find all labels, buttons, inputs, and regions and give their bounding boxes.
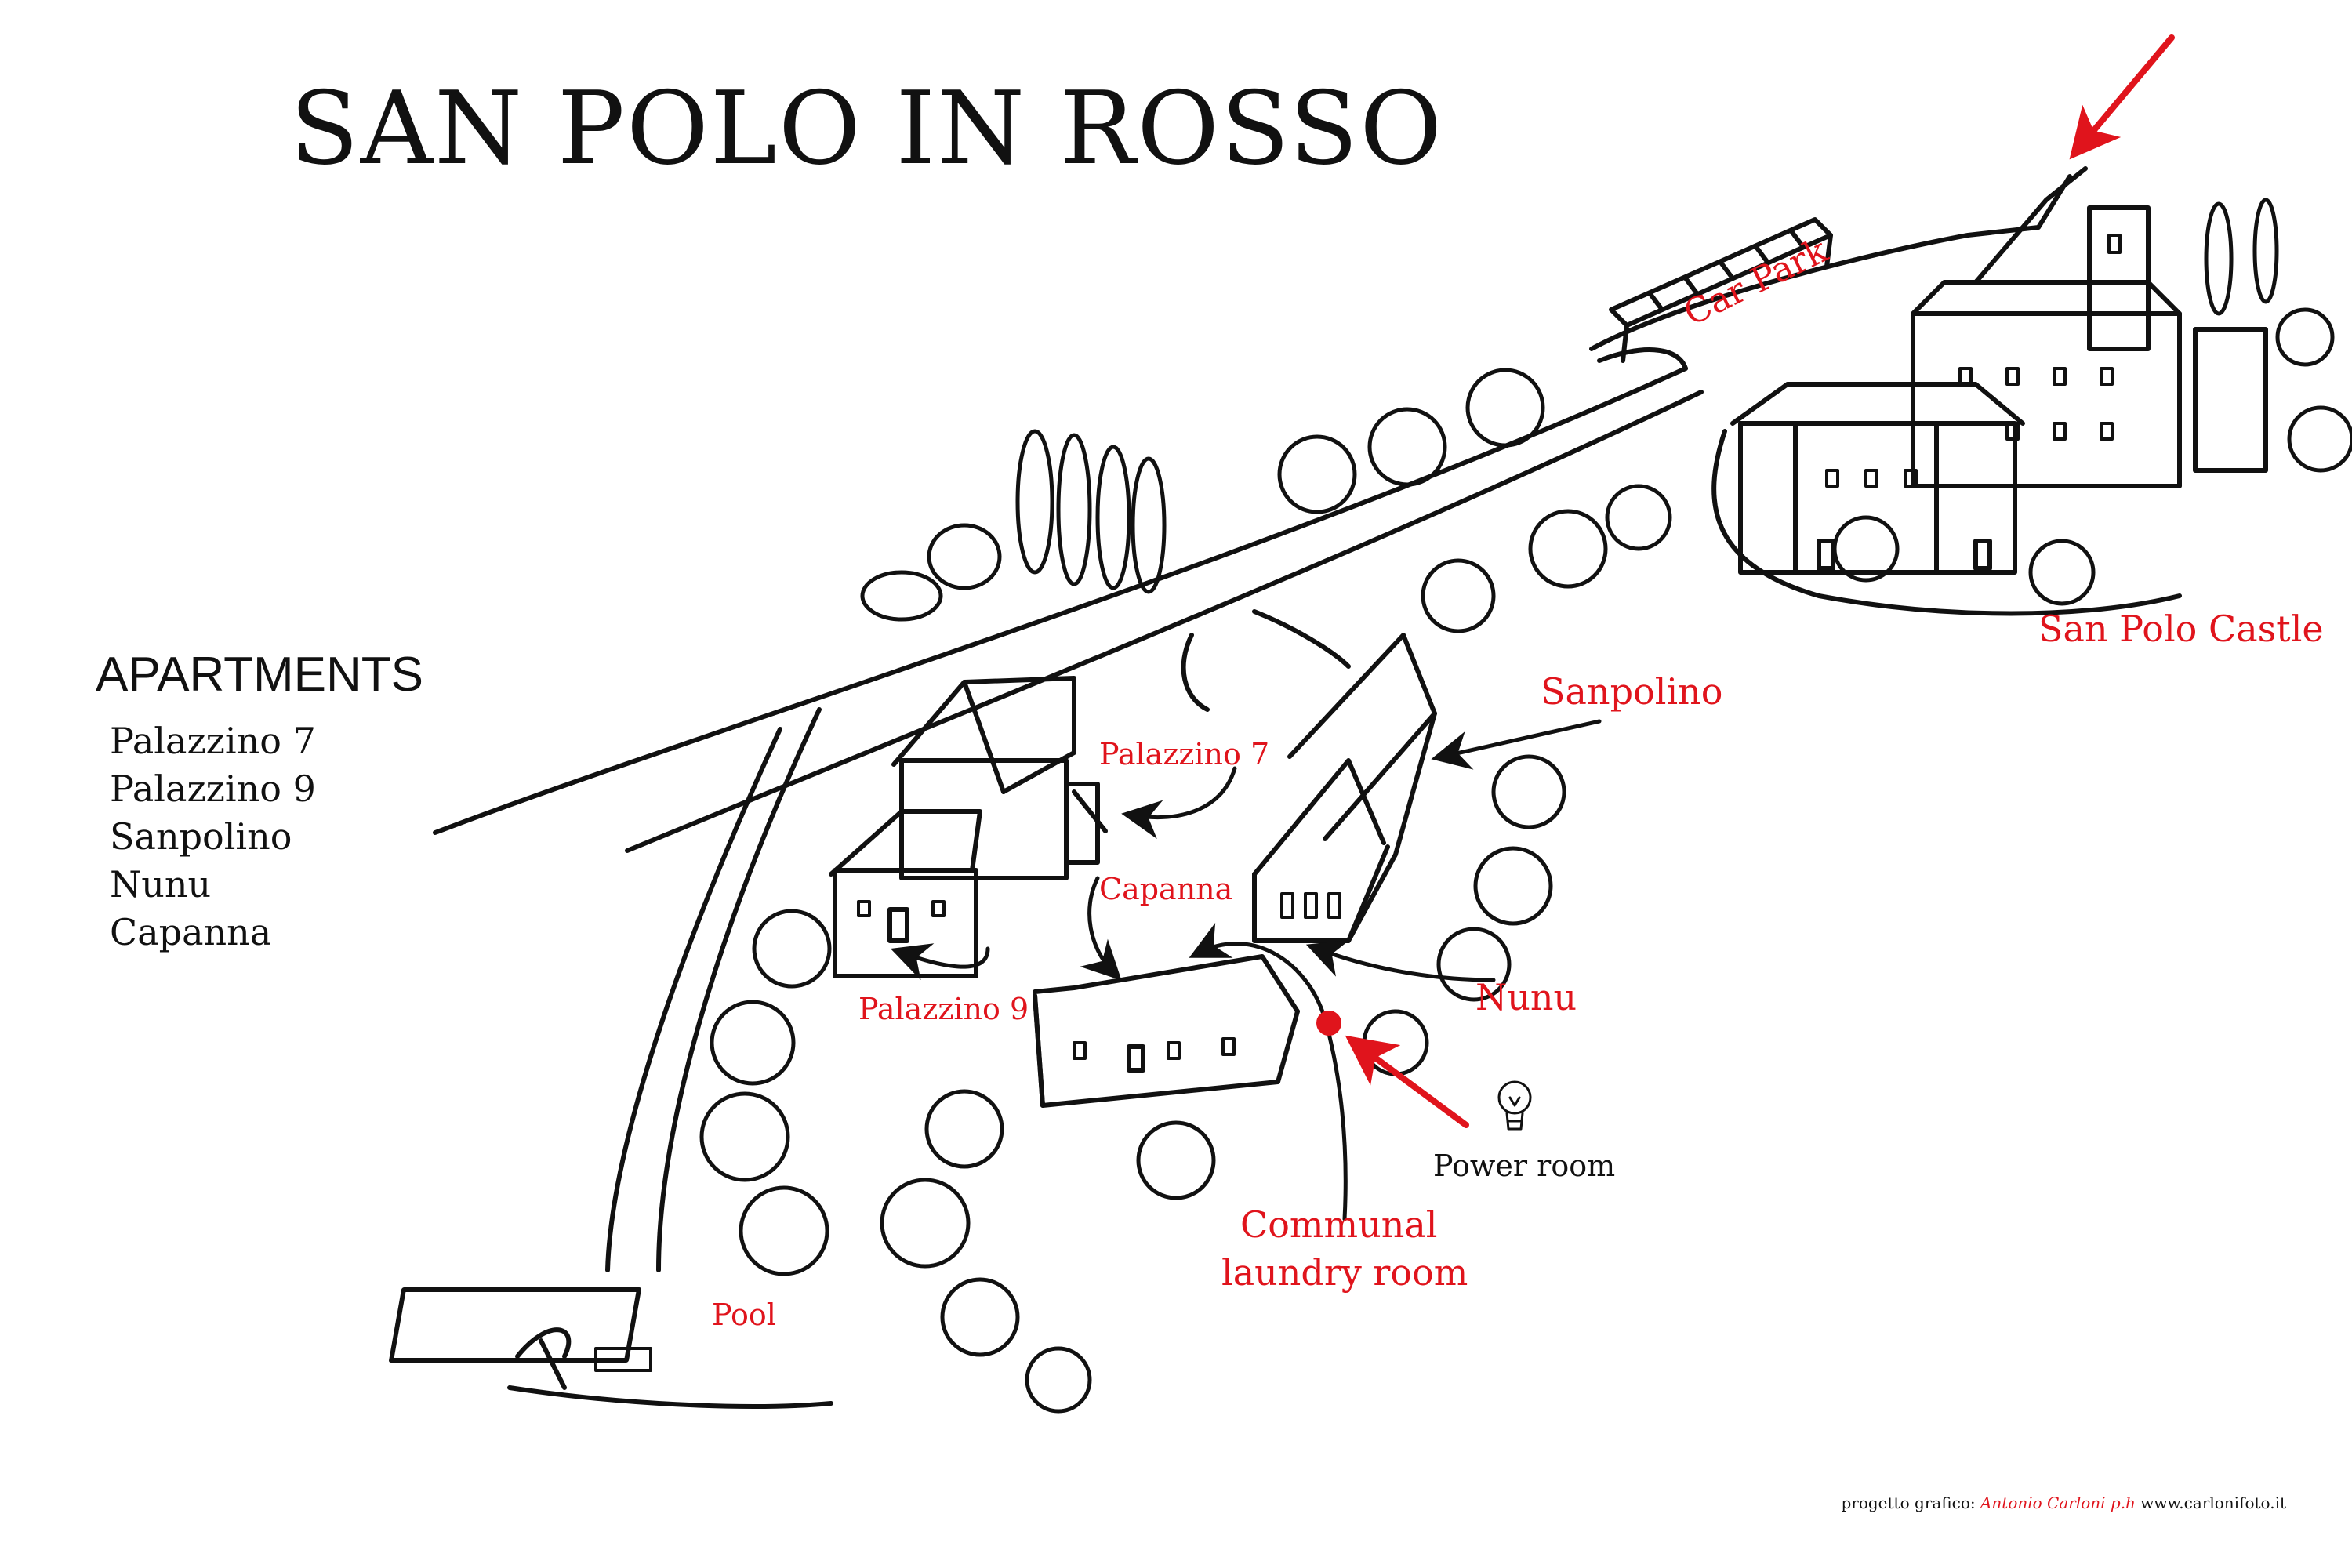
entrance-road xyxy=(1597,347,1688,371)
list-item: Sanpolino xyxy=(110,815,292,858)
side-road xyxy=(605,727,782,1272)
label-castle: San Polo Castle xyxy=(2038,608,2324,650)
credit-author: Antonio Carloni p.h xyxy=(1980,1494,2136,1512)
label-capanna: Capanna xyxy=(1099,872,1233,906)
lightbulb-icon xyxy=(1497,1080,1532,1131)
credit-prefix: progetto grafico: xyxy=(1841,1494,1976,1512)
car-park-icon xyxy=(1609,217,1833,363)
label-nunu: Nunu xyxy=(1475,976,1577,1018)
list-item: Palazzino 9 xyxy=(110,768,316,810)
main-road xyxy=(433,366,1688,835)
arrow-entrance xyxy=(2069,34,2175,160)
power-room-marker xyxy=(1316,1011,1341,1036)
castle-driveway xyxy=(1711,429,2182,616)
apartments-list: Palazzino 7 Palazzino 9 Sanpolino Nunu C… xyxy=(110,717,316,956)
arrow-nunu xyxy=(1305,939,1496,982)
label-palazzino-7: Palazzino 7 xyxy=(1099,737,1270,771)
arrow-capanna xyxy=(1080,876,1122,981)
label-sanpolino: Sanpolino xyxy=(1541,670,1723,713)
arrow-palazzino-7 xyxy=(1121,766,1237,840)
arrow-palazzino-9 xyxy=(890,943,990,981)
arrow-sanpolino xyxy=(1431,719,1602,770)
sanpolino-nunu-building xyxy=(1252,633,1437,943)
label-power-room: Power room xyxy=(1433,1149,1616,1183)
capanna-building xyxy=(1033,954,1300,1108)
list-item: Palazzino 7 xyxy=(110,720,316,762)
list-item: Nunu xyxy=(110,863,212,906)
credit-line: progetto grafico: Antonio Carloni p.h ww… xyxy=(1841,1494,2286,1512)
label-palazzino-9: Palazzino 9 xyxy=(858,992,1029,1026)
side-road xyxy=(656,707,822,1272)
apartments-heading: APARTMENTS xyxy=(96,648,423,702)
list-item: Capanna xyxy=(110,911,272,953)
loop-road xyxy=(1252,609,1351,669)
label-laundry-line1: Communal xyxy=(1240,1203,1438,1246)
pool-area xyxy=(389,1287,833,1409)
tree-icon xyxy=(699,198,2352,1414)
label-laundry-line2: laundry room xyxy=(1221,1251,1468,1294)
palazzino-7-building xyxy=(891,676,1108,880)
loop-road xyxy=(1181,633,1210,712)
page-title: SAN POLO IN ROSSO xyxy=(290,71,1444,187)
castle-icon xyxy=(1730,205,2268,575)
palazzino-9-building xyxy=(829,809,982,978)
arrow-power-room xyxy=(1345,1035,1469,1128)
credit-site: www.carlonifoto.it xyxy=(2140,1494,2286,1512)
label-pool: Pool xyxy=(712,1298,776,1332)
